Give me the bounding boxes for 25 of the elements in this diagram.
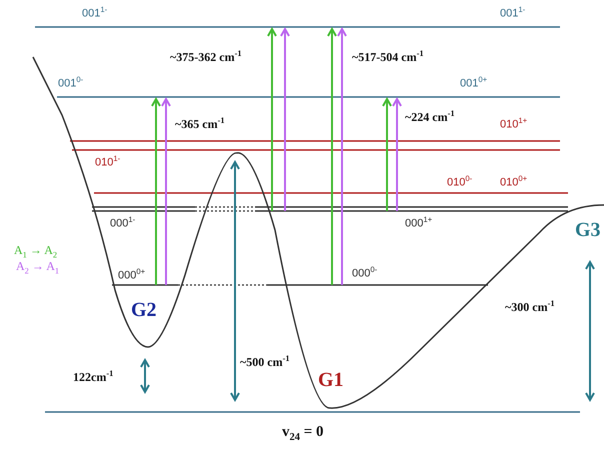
energy-value-label: ~500 cm$^{-1}$ bbox=[240, 355, 290, 368]
energy-level-label: 010$^{1-}$ bbox=[95, 155, 120, 169]
energy-level-label: 000$^{1-}$ bbox=[110, 216, 136, 230]
energy-value-label: ~224 cm$^{-1}$ bbox=[405, 110, 455, 123]
well-label: G3 bbox=[575, 220, 601, 240]
legend-entry: A$_{1}$ → A$_{2}$ bbox=[14, 244, 58, 260]
energy-value-label: ~517-504 cm$^{-1}$ bbox=[352, 50, 424, 63]
energy-level-label: 000$^{0-}$ bbox=[352, 266, 378, 280]
energy-level-label: 010$^{1+}$ bbox=[500, 117, 528, 131]
quantum-number-label: v$_{24}$ = 0 bbox=[282, 425, 324, 444]
well-label: G2 bbox=[131, 300, 157, 320]
energy-level-label: 000$^{1+}$ bbox=[405, 216, 432, 230]
energy-level-label: 010$^{0-}$ bbox=[447, 175, 472, 189]
energy-level-label: 001$^{0+}$ bbox=[460, 76, 488, 90]
energy-level-label: 001$^{0-}$ bbox=[58, 76, 84, 90]
energy-level-label: 000$^{0+}$ bbox=[118, 268, 146, 282]
energy-level-label: 001$^{1-}$ bbox=[500, 6, 526, 20]
energy-value-label: ~375-362 cm$^{-1}$ bbox=[170, 50, 242, 63]
energy-value-label: ~365 cm$^{-1}$ bbox=[175, 117, 225, 130]
energy-value-label: 122cm$^{-1}$ bbox=[73, 370, 114, 383]
energy-value-label: ~300 cm$^{-1}$ bbox=[505, 300, 555, 313]
energy-level-label: 010$^{0+}$ bbox=[500, 175, 528, 189]
energy-level-label: 001$^{1-}$ bbox=[82, 6, 108, 20]
well-label: G1 bbox=[318, 370, 344, 390]
legend-entry: A$_{2}$ → A$_{1}$ bbox=[16, 260, 60, 276]
